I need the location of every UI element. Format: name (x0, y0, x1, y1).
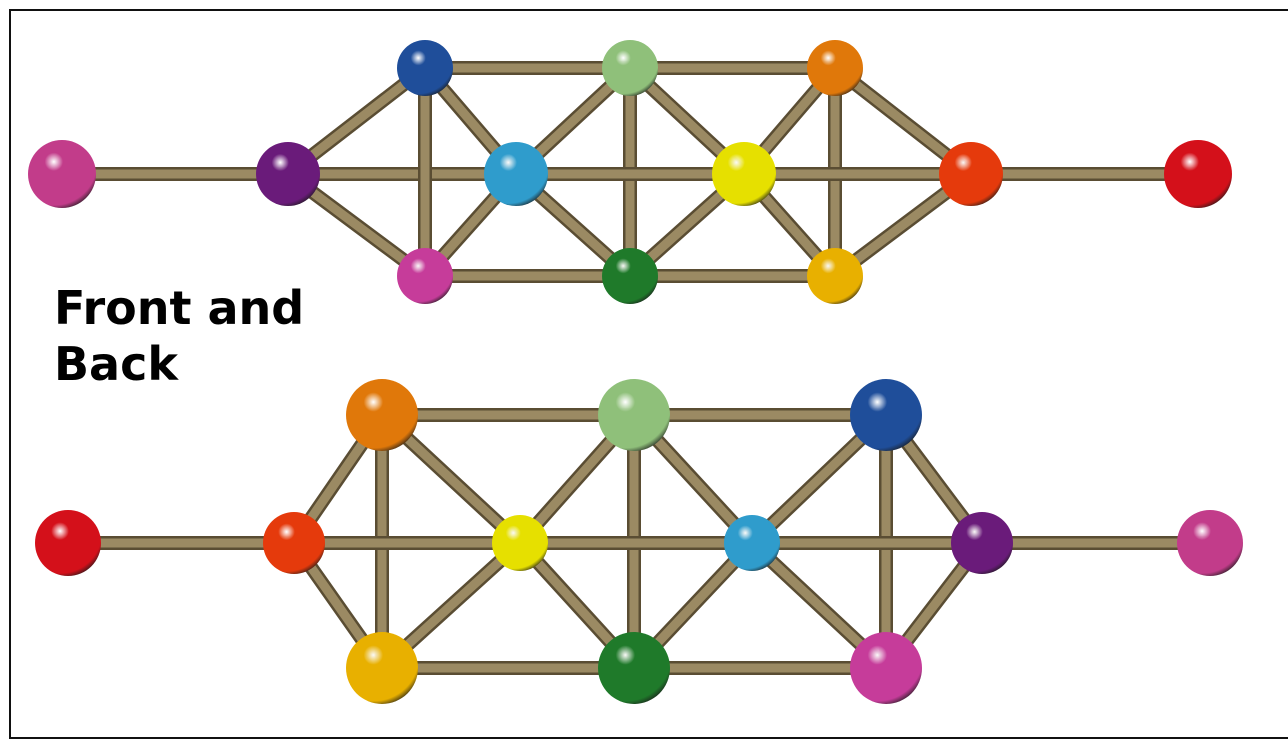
back-balls (35, 379, 1243, 704)
back-ball-light-green (598, 379, 670, 451)
back-ball-red-orange (263, 512, 325, 574)
caption-line-1: Front and (54, 281, 305, 335)
diagram-canvas: Front and Back (9, 9, 1288, 739)
front-rods (55, 61, 1205, 283)
front-ball-pink (397, 248, 453, 304)
back-rods (61, 408, 1217, 675)
front-ball-dark-green (602, 248, 658, 304)
ball-and-stick-diagram (28, 40, 1243, 704)
back-ball-pink (850, 632, 922, 704)
front-ball-end-right (1164, 140, 1232, 208)
front-model (28, 40, 1232, 304)
front-ball-light-green (602, 40, 658, 96)
front-ball-light-blue (484, 142, 548, 206)
front-ball-dark-blue (397, 40, 453, 96)
caption-label: Front and Back (54, 280, 304, 392)
back-ball-dark-blue (850, 379, 922, 451)
back-ball-orange (346, 379, 418, 451)
back-ball-end-left (35, 510, 101, 576)
back-ball-purple (951, 512, 1013, 574)
back-ball-yellow (492, 515, 548, 571)
caption-line-2: Back (54, 337, 178, 391)
back-ball-dark-green (598, 632, 670, 704)
front-ball-red-orange (939, 142, 1003, 206)
back-ball-end-right (1177, 510, 1243, 576)
back-ball-light-blue (724, 515, 780, 571)
back-model (35, 379, 1243, 704)
front-ball-orange (807, 40, 863, 96)
front-ball-yellow (712, 142, 776, 206)
front-balls (28, 40, 1232, 304)
front-ball-purple (256, 142, 320, 206)
front-ball-end-left (28, 140, 96, 208)
front-ball-gold (807, 248, 863, 304)
back-ball-gold (346, 632, 418, 704)
